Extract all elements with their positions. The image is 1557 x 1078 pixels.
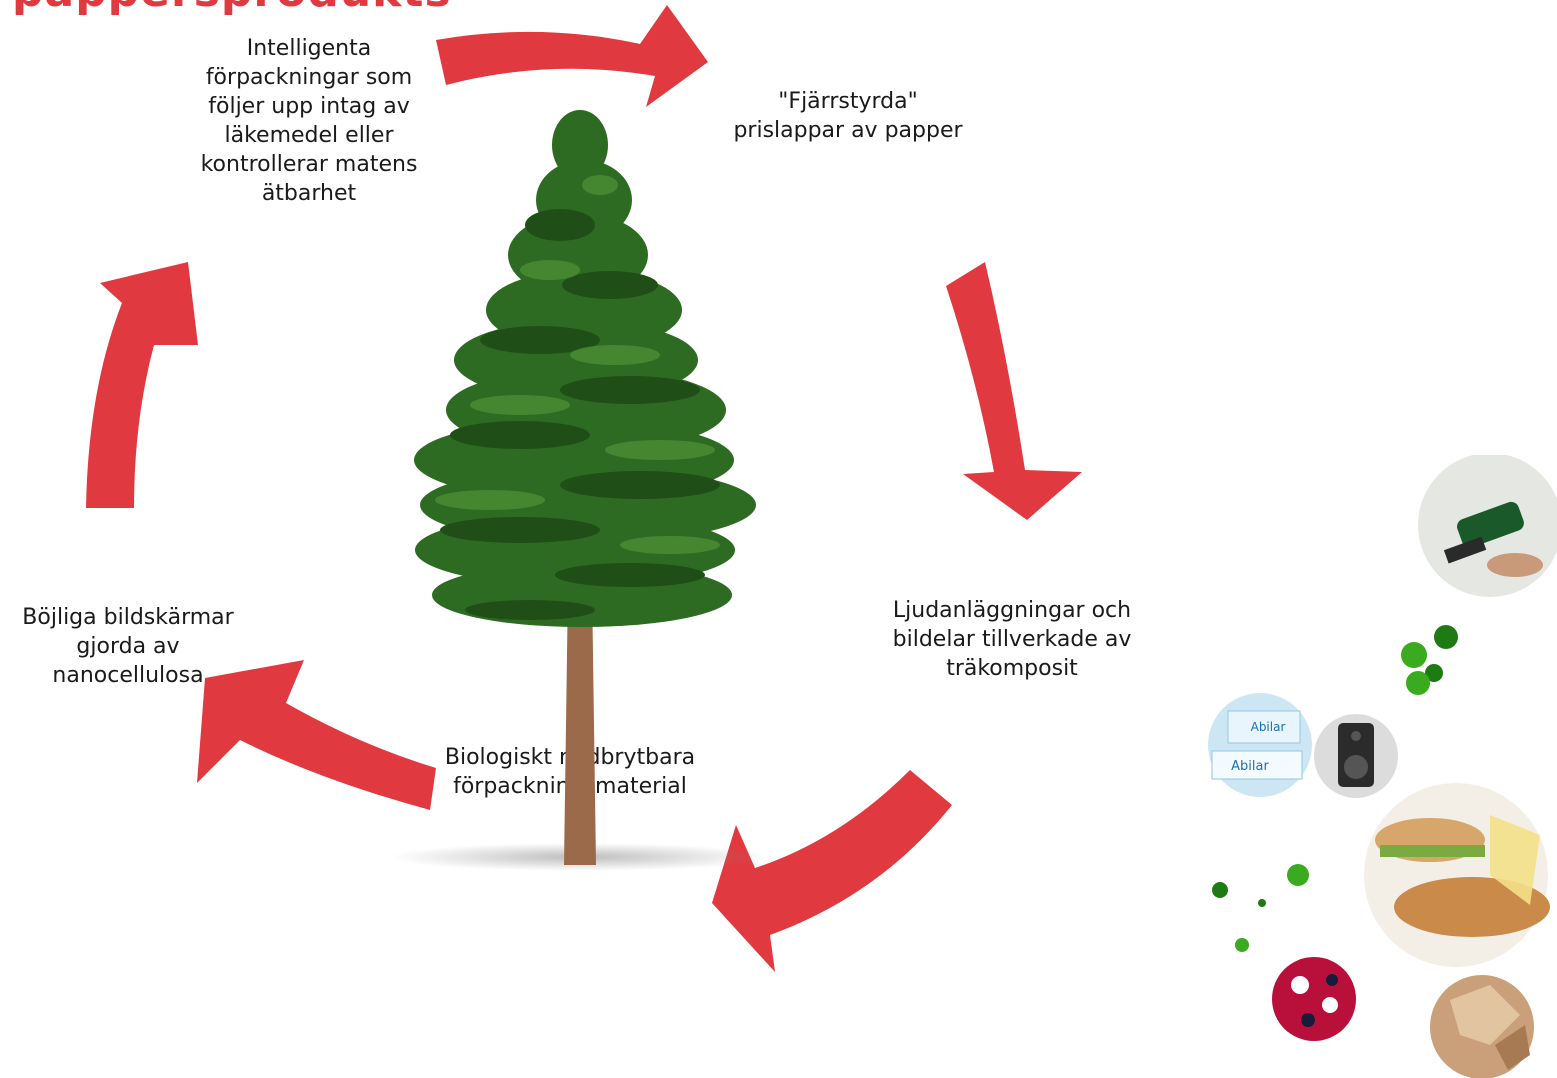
wood-texture-icon — [1430, 975, 1534, 1078]
arrow-top-icon — [436, 5, 708, 107]
label-line: Ljudanläggningar och — [892, 598, 1132, 623]
medicine-box-icon: Abilar Abilar — [1208, 693, 1312, 797]
label-wood-composite: Ljudanläggningar och bildelar tillverkad… — [856, 596, 1168, 683]
label-line: gjorda av — [76, 634, 180, 659]
label-line: förpackningar som — [205, 65, 413, 90]
label-line: läkemedel eller — [224, 123, 394, 148]
label-line: "Fjärrstyrda" — [778, 89, 918, 114]
product-images-cluster: Abilar Abilar — [1208, 455, 1557, 1078]
slide-title: pappersprodukts — [12, 0, 452, 17]
label-line: bildelar tillverkade av — [892, 627, 1132, 652]
label-flexible-displays: Böjliga bildskärmar gjorda av nanocellul… — [0, 603, 256, 690]
label-line: Böjliga bildskärmar — [22, 605, 234, 630]
tree-foliage-light — [435, 175, 720, 554]
brand-text: Abilar — [1251, 720, 1286, 734]
label-line: följer upp intag av — [208, 94, 410, 119]
label-line: Intelligenta — [246, 36, 372, 61]
label-line: träkomposit — [946, 656, 1078, 681]
green-dots — [1212, 625, 1458, 952]
arrow-right-icon — [946, 262, 1082, 520]
sandwich-icon — [1364, 783, 1550, 967]
brand-text: Abilar — [1231, 759, 1269, 774]
arrow-bottom-left-icon — [197, 660, 436, 810]
label-line: nanocellulosa — [52, 663, 204, 688]
label-line: ätbarhet — [261, 181, 357, 206]
tree-foliage-dark — [440, 209, 720, 620]
label-line: kontrollerar matens — [200, 152, 418, 177]
label-line: prislappar av papper — [733, 118, 963, 143]
label-remote-price-tags: "Fjärrstyrda" prislappar av papper — [700, 87, 996, 145]
arrow-bottom-right-icon — [712, 770, 952, 972]
fabric-icon — [1272, 957, 1356, 1041]
arrow-left-icon — [86, 262, 198, 508]
label-intelligent-packaging: Intelligenta förpackningar som följer up… — [178, 34, 440, 208]
speaker-icon — [1314, 714, 1398, 798]
pine-tree-icon — [390, 110, 770, 871]
fuel-nozzle-icon — [1418, 455, 1557, 597]
